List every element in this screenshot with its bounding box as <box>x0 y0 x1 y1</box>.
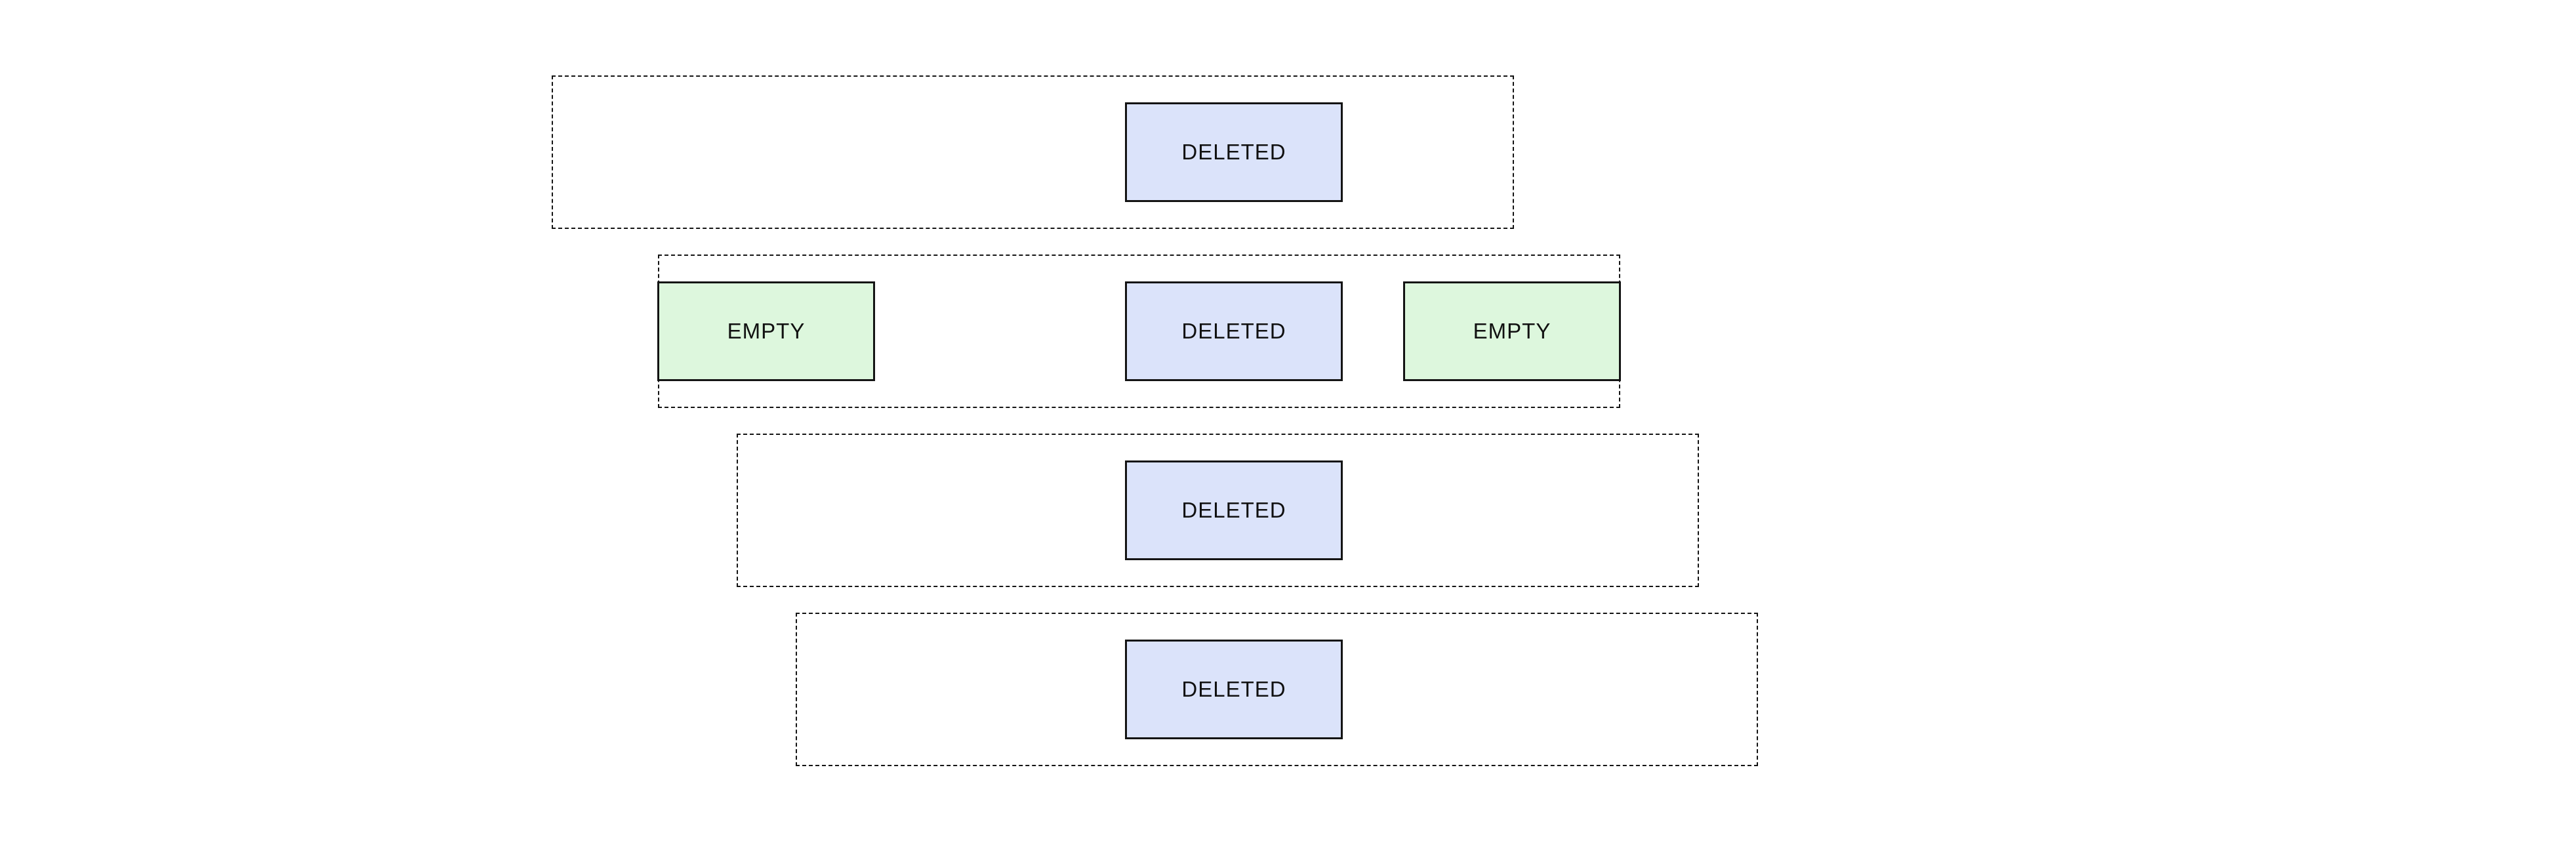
deleted-block: DELETED <box>1125 640 1343 739</box>
empty-block: EMPTY <box>657 281 875 381</box>
segment-row-4: DELETED <box>796 613 1758 766</box>
empty-block: EMPTY <box>1403 281 1621 381</box>
segment-row-3: DELETED <box>737 434 1699 587</box>
deleted-block: DELETED <box>1125 102 1343 202</box>
deleted-block: DELETED <box>1125 460 1343 560</box>
segment-row-2: EMPTY DELETED EMPTY <box>657 255 1621 408</box>
deleted-block: DELETED <box>1125 281 1343 381</box>
segment-row-1: DELETED <box>552 75 1514 229</box>
